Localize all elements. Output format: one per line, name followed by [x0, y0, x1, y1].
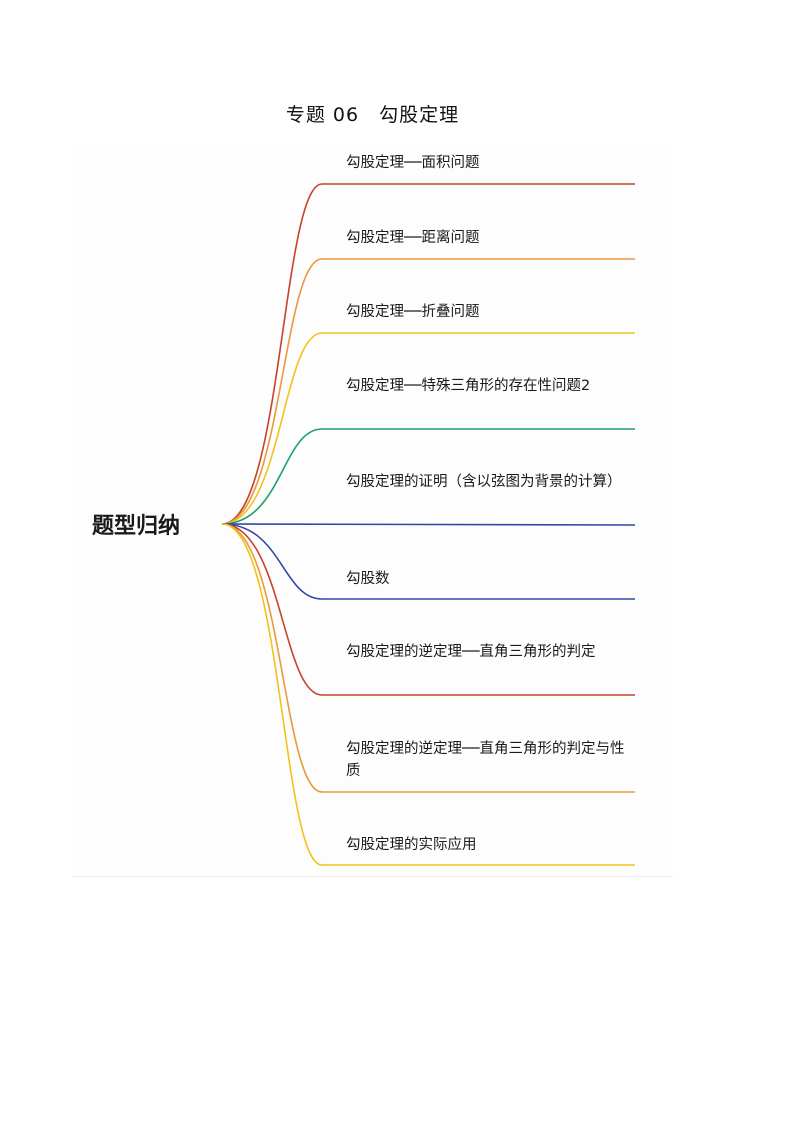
document-title: 专题 06 勾股定理 — [285, 104, 460, 126]
branch-label-5: 勾股定理的证明（含以弦图为背景的计算） — [346, 474, 622, 490]
branch-connector-8 — [221, 523, 635, 793]
branch-label-6: 勾股数 — [346, 571, 390, 587]
branch-label-2: 勾股定理──距离问题 — [346, 230, 480, 246]
branch-connector-6 — [221, 523, 635, 600]
branch-connector-1 — [221, 183, 635, 525]
branch-connector-3 — [221, 332, 635, 525]
branch-connector-2 — [221, 258, 635, 525]
branch-label-8: 勾股定理的逆定理──直角三角形的判定与性质 — [346, 741, 625, 779]
branch-label-7: 勾股定理的逆定理──直角三角形的判定 — [346, 644, 596, 660]
branch-connector-5 — [221, 523, 636, 526]
branch-label-3: 勾股定理──折叠问题 — [346, 304, 480, 320]
branch-connector-9 — [221, 523, 635, 866]
branch-connector-4 — [221, 428, 635, 525]
mindmap-panel — [72, 143, 673, 877]
branch-connector-7 — [221, 523, 635, 696]
branch-label-4: 勾股定理──特殊三角形的存在性问题2 — [346, 378, 591, 394]
branch-label-1: 勾股定理──面积问题 — [346, 155, 480, 171]
mindmap-root: 题型归纳 — [92, 514, 181, 539]
branch-label-9: 勾股定理的实际应用 — [346, 837, 477, 853]
